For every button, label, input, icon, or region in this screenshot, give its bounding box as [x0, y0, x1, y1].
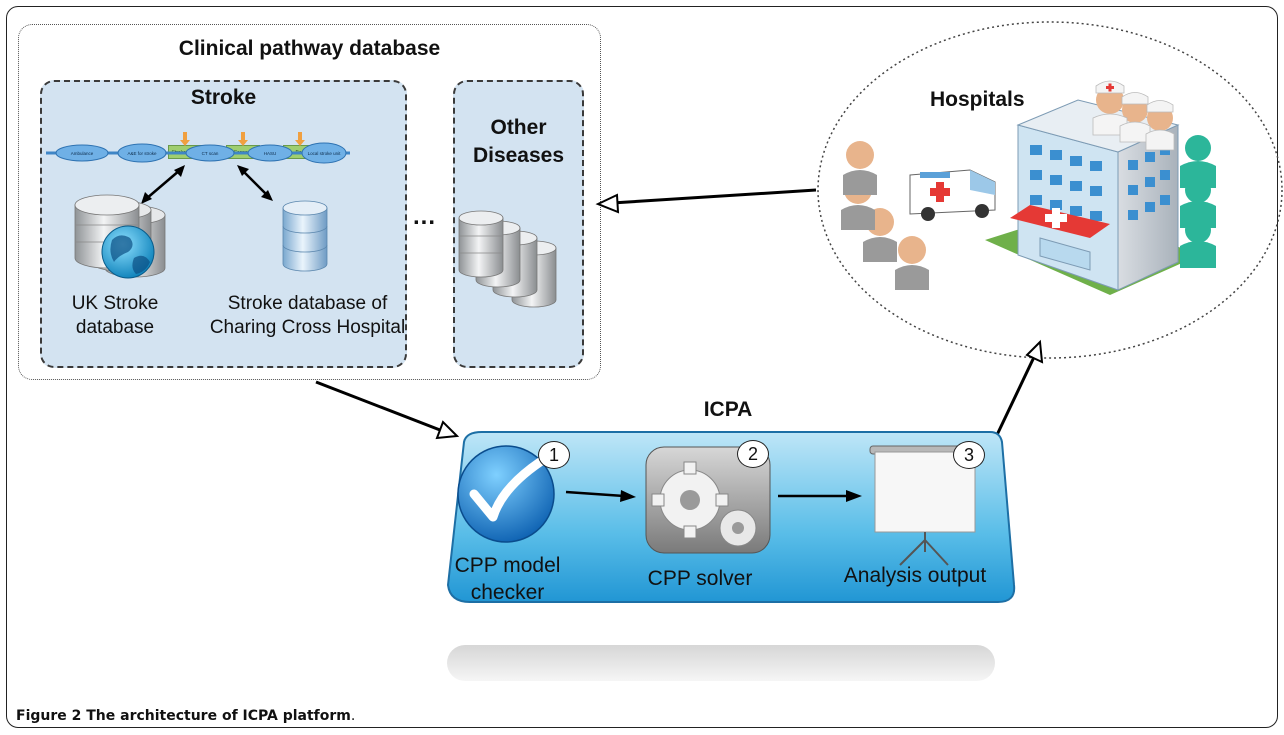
- step-3-badge: 3: [953, 441, 985, 469]
- doctors-group-icon: [841, 80, 1216, 290]
- analysis-output-label: Analysis output: [843, 564, 987, 587]
- stroke-pathway-diagram: [46, 132, 350, 204]
- uk-stroke-db-label-line2: database: [75, 317, 155, 338]
- gear-icon: [645, 446, 771, 554]
- caption-rest: .: [350, 708, 356, 724]
- more-diseases-ellipsis: ...: [413, 203, 437, 230]
- hospitals-group: [817, 21, 1283, 359]
- cpp-model-checker-label-line1: CPP model: [454, 554, 561, 577]
- ambulance-icon: [909, 169, 996, 221]
- arrow-checker-to-solver: [565, 490, 636, 502]
- pipeline-step-label: A&E for stroke: [127, 151, 157, 156]
- cpp-model-checker-label-line2: checker: [470, 581, 545, 604]
- other-diseases-title-line2: Diseases: [472, 144, 565, 167]
- pipeline-step-label: Ambulance: [71, 151, 94, 156]
- charing-cross-db-label-line2: Charing Cross Hospital: [209, 317, 406, 338]
- figure-frame: [6, 6, 1278, 728]
- database-title: Clinical pathway database: [178, 37, 441, 60]
- icpa-shadow: [447, 645, 995, 681]
- uk-stroke-database-icon: [74, 194, 166, 279]
- uk-stroke-db-label-line1: UK Stroke: [71, 293, 159, 314]
- charing-cross-database-icon: [282, 200, 328, 272]
- arrow-solver-to-output: [778, 490, 862, 502]
- check-icon: [457, 445, 555, 543]
- other-diseases-panel: [453, 80, 584, 368]
- other-diseases-database-icon: [458, 210, 557, 308]
- arrow-database-to-icpa: [315, 380, 460, 440]
- hospitals-title: Hospitals: [930, 88, 1025, 111]
- hospital-building-icon: [985, 99, 1200, 295]
- step-1-badge: 1: [538, 441, 570, 469]
- pipeline-step-label: Local stroke unit: [308, 151, 342, 156]
- cpp-solver-label: CPP solver: [647, 567, 753, 590]
- figure-caption: Figure 2 The architecture of ICPA platfo…: [16, 708, 355, 724]
- arrow-hospitals-to-database: [595, 188, 817, 214]
- stroke-panel-title: Stroke: [190, 86, 257, 109]
- charing-cross-db-label-line1: Stroke database of: [227, 293, 388, 314]
- pipeline-step-label: CT scan: [202, 151, 219, 156]
- pipeline-step-label: HASU: [264, 151, 277, 156]
- step-2-badge: 2: [737, 440, 769, 468]
- icpa-title: ICPA: [703, 398, 753, 421]
- arrow-icpa-to-hospitals: [994, 339, 1044, 438]
- other-diseases-title-line1: Other: [490, 116, 547, 139]
- caption-bold: Figure 2 The architecture of ICPA platfo…: [16, 708, 351, 724]
